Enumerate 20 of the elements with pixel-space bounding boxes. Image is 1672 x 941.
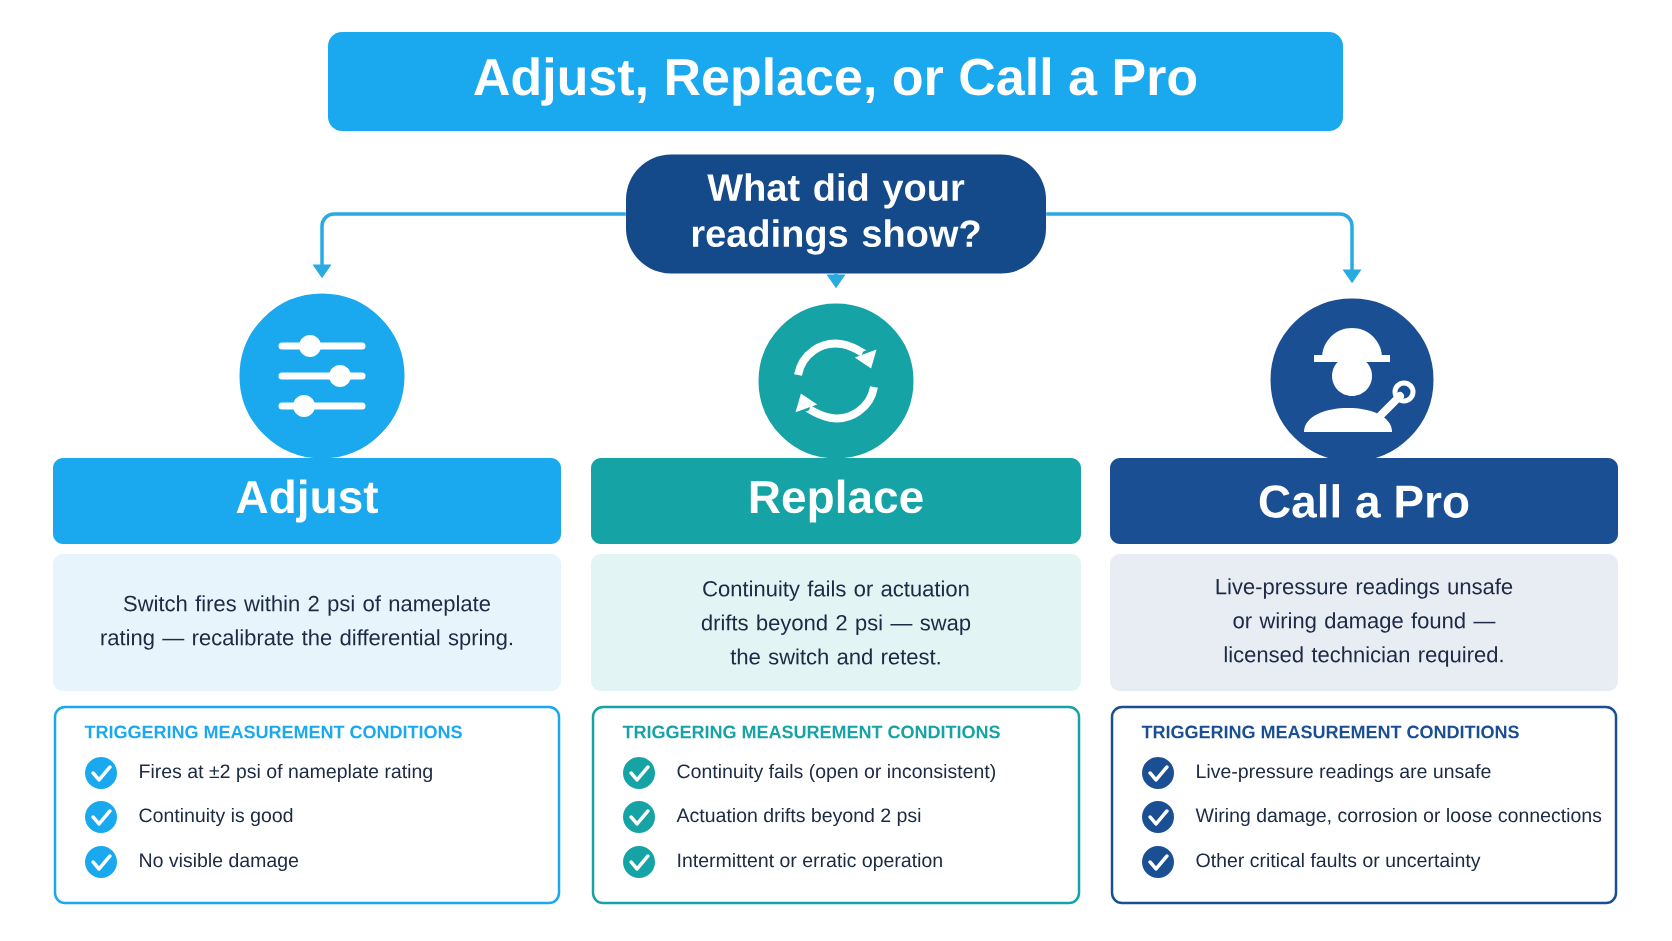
section-heading: TRIGGERING MEASUREMENT CONDITIONS (1141, 725, 1519, 739)
description-box: Live-pressure readings unsafe or wiring damage found — licensed technician required. (1110, 554, 1618, 691)
condition-item: Wiring damage, corrosion or loose connections (1195, 807, 1602, 827)
condition-item: Continuity is good (139, 807, 293, 827)
condition-item: No visible damage (140, 852, 299, 872)
question-pill: What did your readings show? (626, 154, 1046, 274)
condition-item: Live-pressure readings are unsafe (1197, 763, 1491, 783)
header-band: Call a Pro (1110, 458, 1618, 544)
condition-item: Continuity fails (open or inconsistent) (677, 763, 995, 783)
condition-item: Other critical faults or uncertainty (1196, 852, 1481, 872)
description-box: Switch fires within 2 psi of nameplate rating — recalibrate the differential spring. (53, 554, 561, 691)
header-band: Adjust (53, 458, 561, 544)
condition-item: Intermittent or erratic operation (678, 852, 942, 872)
section-heading: TRIGGERING MEASUREMENT CONDITIONS (84, 725, 462, 739)
section-heading: TRIGGERING MEASUREMENT CONDITIONS (622, 725, 1000, 739)
description-box: Continuity fails or actuation drifts beyond 2 psi — swap the switch and retest. (591, 554, 1081, 691)
condition-item: Fires at ±2 psi of nameplate rating (140, 763, 432, 783)
title-banner: Adjust, Replace, or Call a Pro (328, 32, 1343, 131)
header-band: Replace (591, 458, 1081, 544)
condition-item: Actuation drifts beyond 2 psi (676, 807, 921, 827)
